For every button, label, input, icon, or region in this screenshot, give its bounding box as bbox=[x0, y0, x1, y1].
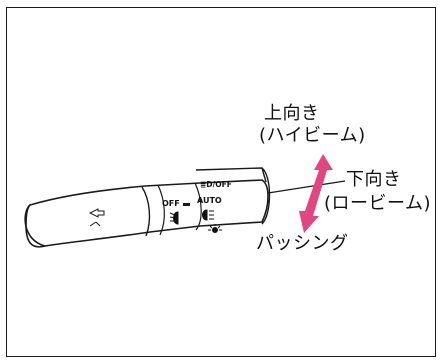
off-right-label: ≣D/OFF bbox=[200, 180, 232, 189]
pointer-line bbox=[267, 180, 346, 194]
low-beam-subtitle: (ロービーム) bbox=[324, 193, 432, 214]
headlight-icon bbox=[202, 209, 214, 221]
stalk-tip bbox=[261, 167, 271, 225]
low-beam-title: 下向き bbox=[346, 169, 402, 190]
auto-label: AUTO bbox=[197, 196, 222, 205]
turn-signal-arrows-icon bbox=[88, 208, 105, 227]
double-arrow-icon bbox=[299, 154, 333, 233]
high-beam-title: 上向き bbox=[264, 103, 320, 124]
rotary-ring-second bbox=[194, 182, 202, 231]
high-beam-subtitle: (ハイビーム) bbox=[259, 125, 366, 146]
rotary-ring-outer bbox=[141, 186, 151, 237]
parking-light-icon bbox=[208, 224, 222, 233]
rotary-ring-inner bbox=[157, 184, 165, 236]
position-indicator bbox=[183, 203, 190, 206]
fog-light-icon bbox=[169, 211, 179, 225]
stalk-end bbox=[24, 204, 46, 247]
stalk-body bbox=[25, 179, 269, 248]
off-left-label: OFF bbox=[162, 199, 180, 208]
passing-label: パッシング bbox=[256, 233, 349, 254]
